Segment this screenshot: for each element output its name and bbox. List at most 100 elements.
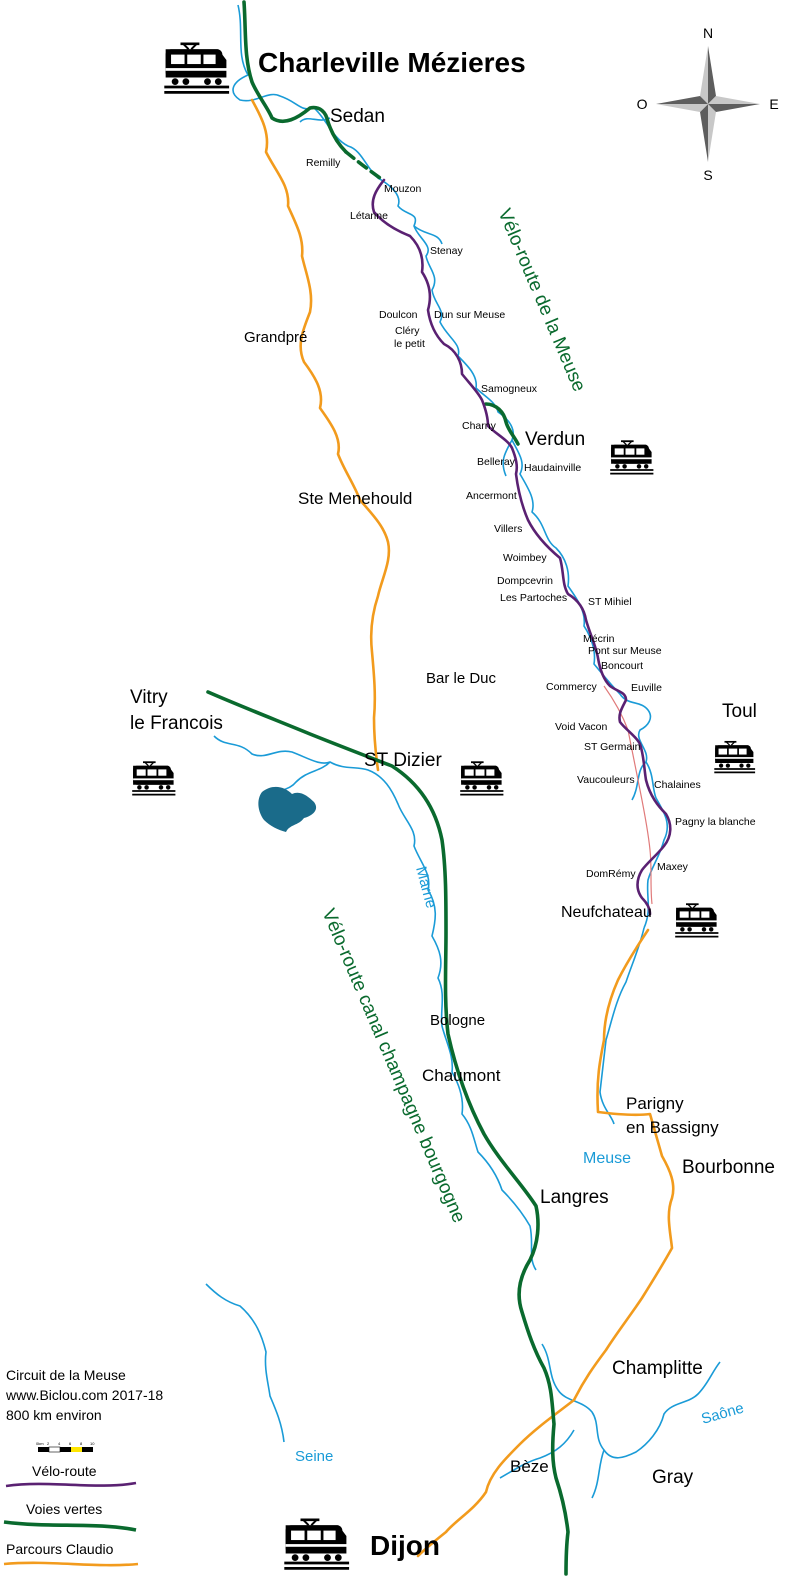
orange-west xyxy=(250,98,391,772)
scale-tick-4: 4 xyxy=(58,1441,61,1446)
city-toul: Toul xyxy=(722,701,757,722)
legend-line-velo xyxy=(5,1481,137,1488)
river-beze xyxy=(499,1429,575,1479)
velo-route-meuse xyxy=(371,178,672,916)
village-letanne: Létanne xyxy=(350,210,388,222)
village-partoches: Les Partoches xyxy=(500,592,567,604)
village-mouzon: Mouzon xyxy=(384,183,422,195)
compass-s: S xyxy=(703,167,712,183)
lake-der xyxy=(258,786,317,832)
city-champlitte: Champlitte xyxy=(612,1358,703,1379)
village-pagny: Pagny la blanche xyxy=(675,816,756,828)
train-icon xyxy=(674,903,720,938)
legend-line-voies xyxy=(3,1520,137,1532)
village-void: Void Vacon xyxy=(555,721,608,733)
route-name-meuse: Vélo-route de la Meuse xyxy=(493,206,589,395)
train-icon xyxy=(713,740,756,774)
river-saone xyxy=(541,1343,721,1459)
green-north xyxy=(242,0,348,154)
city-parigny: Parigny xyxy=(626,1094,684,1113)
village-dun: Dun sur Meuse xyxy=(434,309,505,321)
village-st-germain: ST Germain xyxy=(584,741,641,753)
green-canal xyxy=(206,690,570,1576)
river-marne xyxy=(213,735,537,1271)
orange-south xyxy=(416,928,675,1558)
scale-tick-6: 6 xyxy=(69,1441,72,1446)
scale-tick-2: 2 xyxy=(47,1441,50,1446)
city-st-dizier: ST Dizier xyxy=(364,750,442,771)
scale-tick-8: 8 xyxy=(80,1441,83,1446)
parcours-claudio xyxy=(250,98,675,1558)
village-stenay: Stenay xyxy=(430,245,463,257)
village-commercy: Commercy xyxy=(546,681,598,693)
info-distance: 800 km environ xyxy=(6,1407,102,1423)
compass-n: N xyxy=(703,25,713,41)
village-euville: Euville xyxy=(631,682,662,694)
village-remilly: Remilly xyxy=(306,157,341,169)
village-woimbey: Woimbey xyxy=(503,552,547,564)
village-haudainville: Haudainville xyxy=(524,462,581,474)
city-dijon: Dijon xyxy=(370,1530,440,1561)
city-grandpre: Grandpré xyxy=(244,329,307,346)
green-verdun xyxy=(484,402,520,446)
city-bourbonne: Bourbonne xyxy=(682,1157,775,1178)
river-label-marne: Marne xyxy=(412,865,439,910)
train-icon xyxy=(609,440,655,475)
city-charleville: Charleville Mézieres xyxy=(258,47,526,78)
city-beze: Bèze xyxy=(510,1457,549,1476)
city-ste-menehould: Ste Menehould xyxy=(298,489,412,508)
compass-o: O xyxy=(637,96,648,112)
train-icons xyxy=(131,42,756,1570)
voies-vertes xyxy=(206,0,570,1576)
scale-tick-10: 10 xyxy=(90,1441,95,1446)
village-clery: Cléry xyxy=(395,325,420,337)
river-meuse-south xyxy=(599,927,645,1125)
village-belleray: Belleray xyxy=(477,456,516,468)
village-boncourt: Boncourt xyxy=(601,660,643,672)
village-villers: Villers xyxy=(494,523,522,535)
village-chalaines: Chalaines xyxy=(654,779,701,791)
map-info: Circuit de la Meuse www.Biclou.com 2017-… xyxy=(5,1367,163,1423)
village-doulcon: Doulcon xyxy=(379,309,418,321)
village-pont: Pont sur Meuse xyxy=(588,645,662,657)
village-vaucouleurs: Vaucouleurs xyxy=(577,774,635,786)
village-charny: Charny xyxy=(462,420,497,432)
thin-route xyxy=(603,685,653,905)
village-st-mihiel: ST Mihiel xyxy=(588,596,632,608)
village-mecrin: Mécrin xyxy=(583,633,615,645)
info-website: www.Biclou.com 2017-18 xyxy=(5,1387,163,1403)
city-sedan: Sedan xyxy=(330,106,385,127)
city-bologne: Bologne xyxy=(430,1012,485,1029)
village-clery-2: le petit xyxy=(394,338,425,350)
compass-e: E xyxy=(769,96,778,112)
legend-label-velo: Vélo-route xyxy=(32,1463,97,1479)
village-maxey: Maxey xyxy=(657,861,689,873)
village-domremy: DomRémy xyxy=(586,868,636,880)
river-label-meuse: Meuse xyxy=(583,1150,631,1167)
city-verdun: Verdun xyxy=(525,429,585,450)
city-bar-le-duc: Bar le Duc xyxy=(426,670,497,687)
city-parigny-2: en Bassigny xyxy=(626,1118,719,1137)
city-gray: Gray xyxy=(652,1467,694,1488)
river-saone-lower xyxy=(591,1449,605,1499)
train-icon xyxy=(131,761,177,796)
city-vitry: Vitry xyxy=(130,687,168,708)
village-samogneux: Samogneux xyxy=(481,383,538,395)
compass-rose-icon: N S E O xyxy=(637,25,779,183)
village-ancermont: Ancermont xyxy=(466,490,517,502)
legend: Vélo-route Voies vertes Parcours Claudio xyxy=(3,1463,139,1567)
river-label-saone: Saône xyxy=(699,1400,745,1428)
train-icon xyxy=(459,761,505,796)
river-meuse-trib-2 xyxy=(413,225,443,245)
train-icon xyxy=(282,1518,351,1570)
village-labels: Remilly Mouzon Létanne Stenay Doulcon Du… xyxy=(306,157,756,880)
city-neufchateau: Neufchateau xyxy=(561,904,652,921)
river-label-seine: Seine xyxy=(295,1448,333,1465)
city-vitry-2: le Francois xyxy=(130,713,223,734)
city-labels: Charleville Mézieres Sedan Grandpré Ste … xyxy=(130,47,775,1561)
city-chaumont: Chaumont xyxy=(422,1066,501,1085)
river-meuse xyxy=(232,4,669,929)
train-icon xyxy=(162,42,231,94)
green-dashed xyxy=(344,150,382,180)
